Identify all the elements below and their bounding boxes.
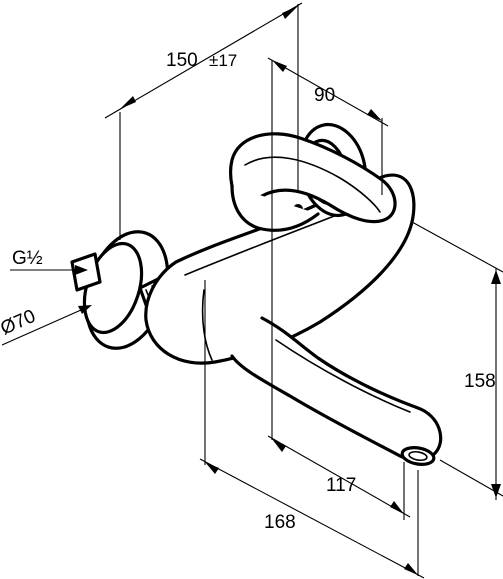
- faucet-body: [70, 122, 443, 466]
- height-value: 158: [464, 371, 496, 392]
- dimension-overall-depth: 150 ±17: [104, 2, 303, 240]
- connection-thread-value: G½: [12, 248, 43, 269]
- dimension-connection-thread: G½: [10, 248, 88, 275]
- dimension-spout-projection: 117: [267, 218, 411, 520]
- overall-depth-tolerance: ±17: [209, 51, 237, 70]
- spout-projection-value: 117: [326, 475, 356, 496]
- dimension-total-projection: 168: [199, 280, 425, 579]
- wall-rosette: [70, 230, 170, 350]
- handle-offset-value: 90: [314, 85, 335, 106]
- total-projection-value: 168: [264, 512, 296, 533]
- rosette-diameter-value: Ø70: [0, 306, 39, 340]
- spout: [230, 316, 443, 466]
- dimension-rosette-diameter: Ø70: [0, 305, 92, 346]
- dimension-handle-offset: 90: [267, 57, 389, 218]
- lever-handle: [228, 132, 397, 232]
- overall-depth-label: 150 ±17: [166, 50, 237, 71]
- dimension-height: 158: [411, 221, 503, 500]
- overall-depth-value: 150: [166, 50, 198, 71]
